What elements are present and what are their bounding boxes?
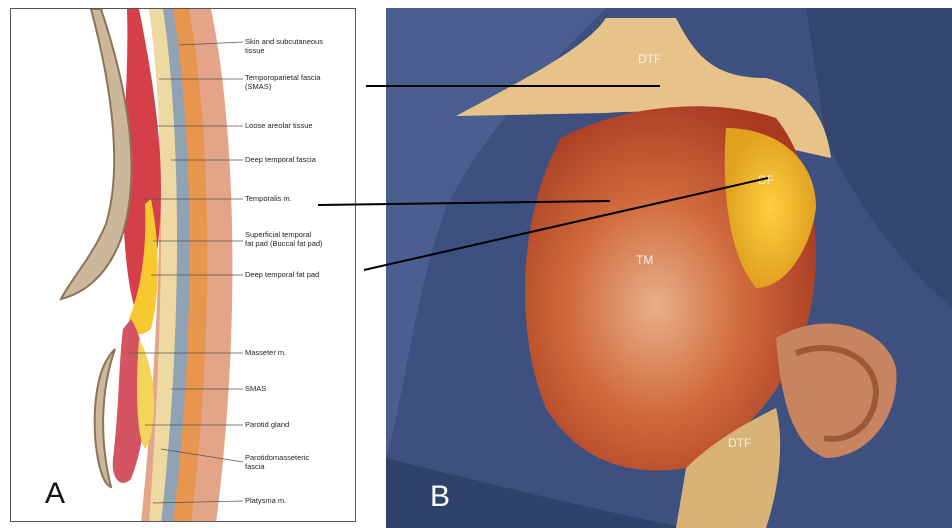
dissection-photo — [386, 8, 952, 528]
label-parotidomasseteric: Parotidomasseteric fascia — [245, 453, 355, 471]
label-dtf-bottom: DTF — [728, 436, 751, 450]
mandible-bone — [95, 349, 115, 487]
label-df: DF — [758, 173, 774, 187]
label-loose-areolar: Loose areolar tissue — [245, 121, 355, 130]
label-platysma: Platysma m. — [245, 496, 355, 505]
panel-b-photo: DTF DF TM DTF B — [386, 8, 952, 528]
label-skin: Skin and subcutaneous tissue — [245, 37, 355, 55]
label-deep-fat-pad: Deep temporal fat pad — [245, 270, 355, 279]
label-deep-temporal-fascia: Deep temporal fascia — [245, 155, 355, 164]
label-superficial-fat-pad: Superficial temporal fat pad (Buccal fat… — [245, 230, 355, 248]
label-temporalis: Temporalis m. — [245, 194, 355, 203]
label-dtf-top: DTF — [638, 52, 661, 66]
skull-bone — [61, 9, 131, 299]
panel-b-letter: B — [430, 482, 450, 512]
label-temporoparietal-fascia: Temporoparietal fascia (SMAS) — [245, 73, 355, 91]
panel-a-letter: A — [45, 479, 65, 509]
label-tm: TM — [636, 253, 653, 267]
label-smas: SMAS — [245, 384, 355, 393]
panel-a-illustration: Skin and subcutaneous tissue Temporopari… — [10, 8, 356, 522]
label-masseter: Masseter m. — [245, 348, 355, 357]
label-parotid: Parotid gland — [245, 420, 355, 429]
